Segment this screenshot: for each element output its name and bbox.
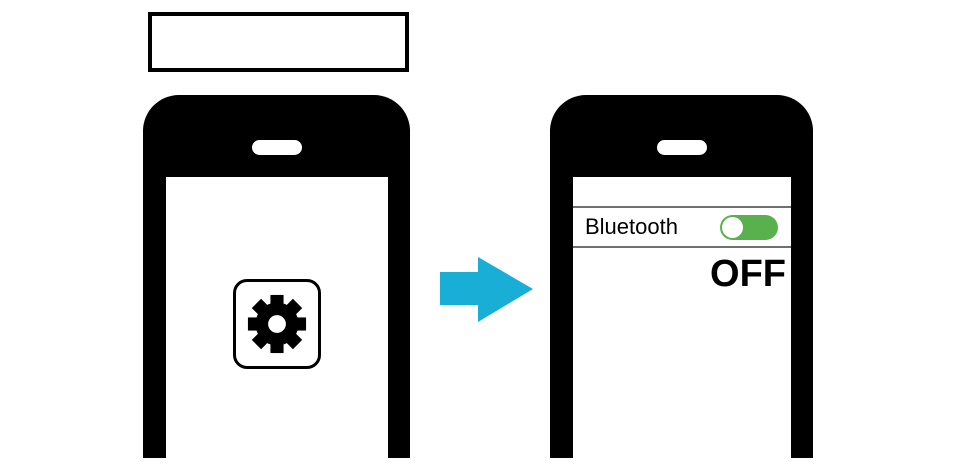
flow-arrow-icon [440, 257, 533, 322]
bluetooth-label: Bluetooth [585, 214, 678, 239]
left-phone-screen [166, 177, 388, 458]
settings-app-button[interactable] [233, 279, 321, 369]
right-phone: Bluetooth OFF [550, 95, 813, 458]
status-area: OFF [573, 248, 791, 293]
arrow-right-shape [440, 257, 533, 322]
gear-icon [247, 294, 307, 354]
toggle-knob [722, 216, 743, 238]
bluetooth-row: Bluetooth [573, 208, 791, 246]
right-phone-screen: Bluetooth OFF [573, 177, 791, 458]
bluetooth-toggle[interactable] [720, 214, 778, 240]
screen-header-row [573, 177, 791, 206]
speaker-icon [656, 140, 707, 155]
bluetooth-status-text: OFF [710, 253, 786, 295]
caption-box [148, 12, 409, 72]
row-divider [573, 246, 791, 248]
left-phone [143, 95, 410, 458]
speaker-icon [251, 140, 302, 155]
row-divider [573, 206, 791, 208]
